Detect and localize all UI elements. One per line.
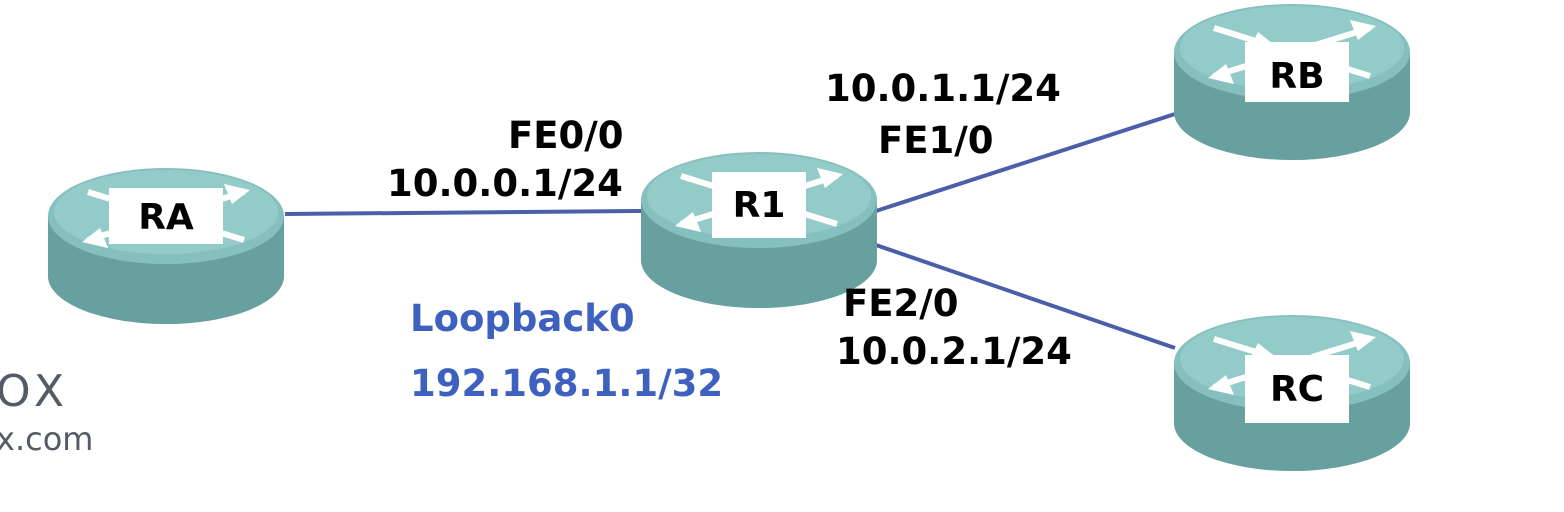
router-rc[interactable]: RC xyxy=(1174,315,1410,471)
router-ra-label-box xyxy=(109,188,223,244)
watermark-line1: OX xyxy=(0,366,70,417)
router-r1[interactable]: R1 xyxy=(641,152,877,308)
link-r1-rb xyxy=(875,111,1179,213)
fe2-0-ip: 10.0.2.1/24 xyxy=(836,330,1072,373)
router-r1-label: R1 xyxy=(733,185,786,226)
fe1-0-name: FE1/0 xyxy=(878,119,994,162)
watermark: OX x.com xyxy=(0,366,93,458)
loopback-ip: 192.168.1.1/32 xyxy=(410,362,723,405)
router-rb[interactable]: RB xyxy=(1174,4,1410,160)
router-ra-label: RA xyxy=(138,197,194,238)
router-rc-label: RC xyxy=(1270,369,1324,410)
link-r1-rc xyxy=(875,243,1176,350)
fe0-0-ip: 10.0.0.1/24 xyxy=(387,162,623,205)
router-rb-label-box xyxy=(1245,42,1349,102)
watermark-line2: x.com xyxy=(0,420,93,458)
link-ra-r1 xyxy=(284,209,643,216)
fe0-0-name: FE0/0 xyxy=(508,114,624,157)
router-r1-label-box xyxy=(712,172,806,238)
loopback-name: Loopback0 xyxy=(410,297,635,340)
router-rc-label-box xyxy=(1245,355,1349,423)
router-ra[interactable]: RA xyxy=(48,168,284,324)
fe1-0-ip: 10.0.1.1/24 xyxy=(825,67,1061,110)
fe2-0-name: FE2/0 xyxy=(843,282,959,325)
router-rb-label: RB xyxy=(1269,56,1324,97)
